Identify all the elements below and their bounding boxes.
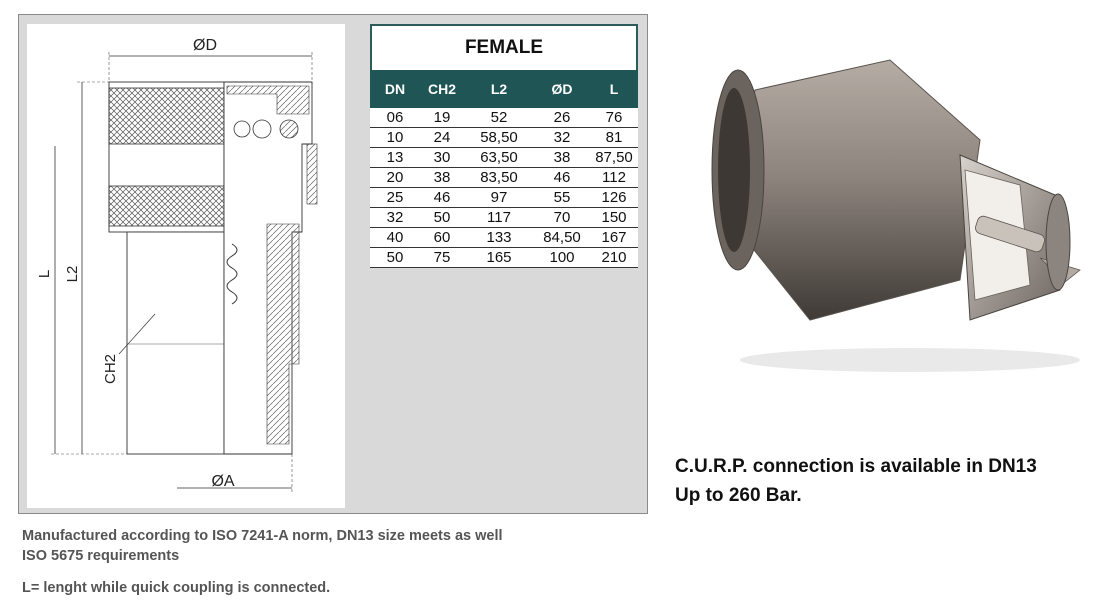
cell-l2: 133: [486, 229, 512, 246]
cell-dn: 10: [386, 129, 404, 146]
label-l: L: [36, 270, 53, 278]
technical-drawing: ØD L L2 CH2 ØA: [27, 24, 345, 508]
cell-l: 126: [601, 189, 627, 206]
cell-ch2: 75: [433, 249, 451, 266]
cell-l: 87,50: [595, 149, 633, 166]
curp-line-1: C.U.R.P. connection is available in DN13: [675, 456, 1037, 477]
table-title: FEMALE: [370, 24, 638, 70]
cell-l2: 58,50: [480, 129, 518, 146]
knurl-band-top: [108, 87, 225, 145]
cell-l2: 165: [486, 249, 512, 266]
iso-note-line-2: ISO 5675 requirements: [22, 548, 180, 564]
label-d: ØD: [193, 37, 217, 54]
cell-l: 210: [601, 249, 627, 266]
cell-l2: 83,50: [480, 169, 518, 186]
cell-dn: 32: [386, 209, 404, 226]
cell-dn: 25: [386, 189, 404, 206]
table-row: 10 24 58,50 32 81: [370, 128, 638, 148]
label-l2: L2: [64, 266, 81, 283]
iso-note-line-1: Manufactured according to ISO 7241-A nor…: [22, 528, 503, 544]
cell-l2: 52: [490, 109, 508, 126]
table-row: 32 50 117 70 150: [370, 208, 638, 228]
header-od: ØD: [551, 81, 573, 97]
iso-note: Manufactured according to ISO 7241-A nor…: [22, 526, 622, 566]
cell-ch2: 24: [433, 129, 451, 146]
coupling-section-drawing: ØD L L2 CH2 ØA: [36, 37, 318, 494]
table-row: 40 60 133 84,50 167: [370, 228, 638, 248]
cell-dn: 50: [386, 249, 404, 266]
header-dn: DN: [384, 81, 406, 97]
cell-dn: 40: [386, 229, 404, 246]
header-ch2: CH2: [427, 81, 456, 97]
label-ch2: CH2: [102, 354, 119, 384]
length-note: L= lenght while quick coupling is connec…: [22, 580, 331, 596]
cell-od: 100: [549, 249, 575, 266]
cell-od: 32: [553, 129, 571, 146]
cell-od: 26: [553, 109, 571, 126]
table-row: 06 19 52 26 76: [370, 108, 638, 128]
cell-dn: 20: [386, 169, 404, 186]
cell-l: 112: [602, 169, 626, 186]
cell-ch2: 50: [433, 209, 451, 226]
table-header: DN CH2 L2 ØD L: [370, 70, 638, 108]
spring: [226, 243, 238, 305]
cell-od: 38: [553, 149, 571, 166]
header-l2: L2: [490, 81, 508, 97]
cell-l: 150: [601, 209, 627, 226]
table-row: 25 46 97 55 126: [370, 188, 638, 208]
cell-dn: 06: [386, 109, 404, 126]
coupling-render: [660, 20, 1100, 380]
cell-l2: 63,50: [480, 149, 518, 166]
cell-ch2: 38: [433, 169, 451, 186]
cell-l: 167: [601, 229, 627, 246]
cell-od: 55: [553, 189, 571, 206]
knurl-band-bottom: [108, 185, 225, 227]
table-row: 13 30 63,50 38 87,50: [370, 148, 638, 168]
table-row: 20 38 83,50 46 112: [370, 168, 638, 188]
cell-od: 84,50: [543, 229, 581, 246]
coupling-image: [711, 59, 1081, 372]
cell-l: 76: [605, 109, 623, 126]
cell-od: 46: [553, 169, 571, 186]
female-dimension-table: FEMALE DN CH2 L2 ØD L 06 19 52 26 76 10 24 58,5…: [370, 24, 638, 268]
cell-l: 81: [605, 129, 623, 146]
curp-info: C.U.R.P. connection is available in DN13…: [675, 452, 1100, 510]
table-row: 50 75 165 100 210: [370, 248, 638, 268]
label-a: ØA: [211, 473, 234, 490]
curp-line-2: Up to 260 Bar.: [675, 485, 802, 506]
cell-dn: 13: [386, 149, 404, 166]
cell-ch2: 30: [433, 149, 451, 166]
cell-od: 70: [553, 209, 571, 226]
cell-l2: 117: [487, 209, 511, 226]
cell-ch2: 19: [433, 109, 451, 126]
cell-l2: 97: [490, 189, 508, 206]
table-body: 06 19 52 26 76 10 24 58,50 32 81 13 30 63,50 38 87,50 2…: [370, 108, 638, 268]
cell-ch2: 46: [433, 189, 451, 206]
cell-ch2: 60: [433, 229, 451, 246]
header-l: L: [609, 81, 619, 97]
